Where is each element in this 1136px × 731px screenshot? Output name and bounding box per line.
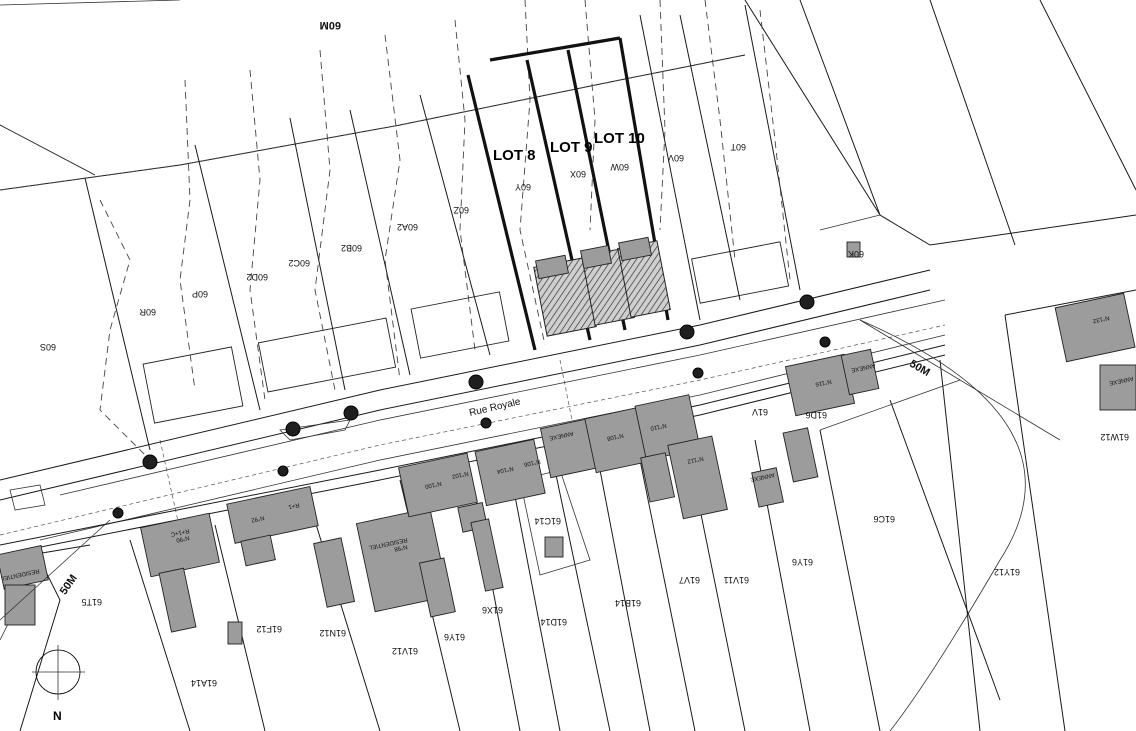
distance-left: 50M — [58, 573, 80, 597]
parcel-ref: 61B14 — [615, 598, 641, 608]
north-footprints — [142, 241, 861, 424]
svg-text:N°102: N°102 — [451, 470, 469, 479]
parcel-ref: 61Y6 — [792, 557, 813, 567]
subject-lots — [466, 36, 671, 351]
parcel-ref: 61F12 — [256, 624, 282, 634]
parcel-ref: 61V11 — [724, 575, 749, 585]
parcel-ref: 61Y12 — [994, 567, 1020, 577]
trees — [112, 294, 831, 519]
parcel-ref: 61V7 — [679, 575, 700, 585]
parcel-ref: 60C2 — [288, 258, 310, 268]
lot-10-label: LOT 10 — [594, 130, 645, 147]
parcel-ref: 61V — [752, 407, 768, 417]
distance-top: 60M — [320, 19, 341, 31]
parcel-ref: 60P — [192, 289, 208, 299]
parcel-ref: 61C6 — [873, 514, 895, 524]
svg-text:N°106: N°106 — [523, 458, 541, 467]
parcel-ref: 60W — [610, 162, 629, 172]
parcel-ref: 61A14 — [191, 678, 217, 688]
parcel-ref: 61Y6 — [444, 632, 465, 642]
parcel-ref: 60R — [139, 307, 156, 317]
parcel-ref: 60V — [668, 153, 684, 163]
parcel-ref: 61X6 — [482, 605, 503, 615]
svg-text:N°132: N°132 — [1092, 314, 1110, 323]
parcel-ref: 61C14 — [534, 516, 561, 526]
parcel-ref: 61T5 — [81, 597, 102, 607]
parcel-ref: 60K — [848, 249, 864, 259]
north-label: N — [53, 709, 62, 723]
parcel-ref: 61N12 — [319, 628, 346, 638]
parcel-ref: 60D2 — [246, 272, 268, 282]
parcel-ref: 61V12 — [392, 646, 418, 656]
parcel-ref: 61W12 — [1100, 432, 1129, 442]
parcel-ref: 60B2 — [341, 243, 362, 253]
distance-lines — [0, 124, 1061, 731]
svg-text:ANNEXE: ANNEXE — [851, 362, 876, 373]
parcel-ref: 60S — [40, 342, 56, 352]
svg-text:N°110: N°110 — [649, 422, 667, 431]
svg-text:N°112: N°112 — [686, 455, 704, 464]
lot-9-label: LOT 9 — [550, 139, 593, 156]
north-arrow — [32, 645, 85, 700]
svg-text:N°100: N°100 — [424, 480, 442, 489]
svg-text:N°98: N°98 — [393, 543, 408, 552]
parcel-ref: 61D14 — [540, 617, 567, 627]
parcel-ref: 60T — [730, 142, 746, 152]
svg-text:R+1: R+1 — [287, 501, 300, 509]
svg-text:R+1+C: R+1+C — [169, 527, 189, 537]
parcel-ref: 60Z — [453, 205, 469, 215]
svg-text:ANNEXE: ANNEXE — [549, 430, 574, 441]
south-buildings — [0, 292, 1136, 645]
svg-text:N°108: N°108 — [606, 432, 624, 441]
svg-text:ANNEXE: ANNEXE — [1109, 375, 1134, 386]
parcel-ref: 60A2 — [397, 222, 418, 232]
svg-text:ANNEXE: ANNEXE — [750, 471, 775, 482]
svg-text:N°92: N°92 — [250, 514, 265, 523]
parcel-ref: 60Y — [515, 182, 531, 192]
svg-text:N°90: N°90 — [175, 534, 190, 543]
parcel-ref: 61D6 — [805, 410, 827, 420]
svg-text:N°116: N°116 — [814, 378, 832, 387]
lot-8-label: LOT 8 — [493, 147, 536, 164]
parcel-ref: 60X — [570, 169, 586, 179]
svg-text:N°104: N°104 — [496, 465, 514, 474]
street-label: Rue Royale — [468, 396, 522, 419]
